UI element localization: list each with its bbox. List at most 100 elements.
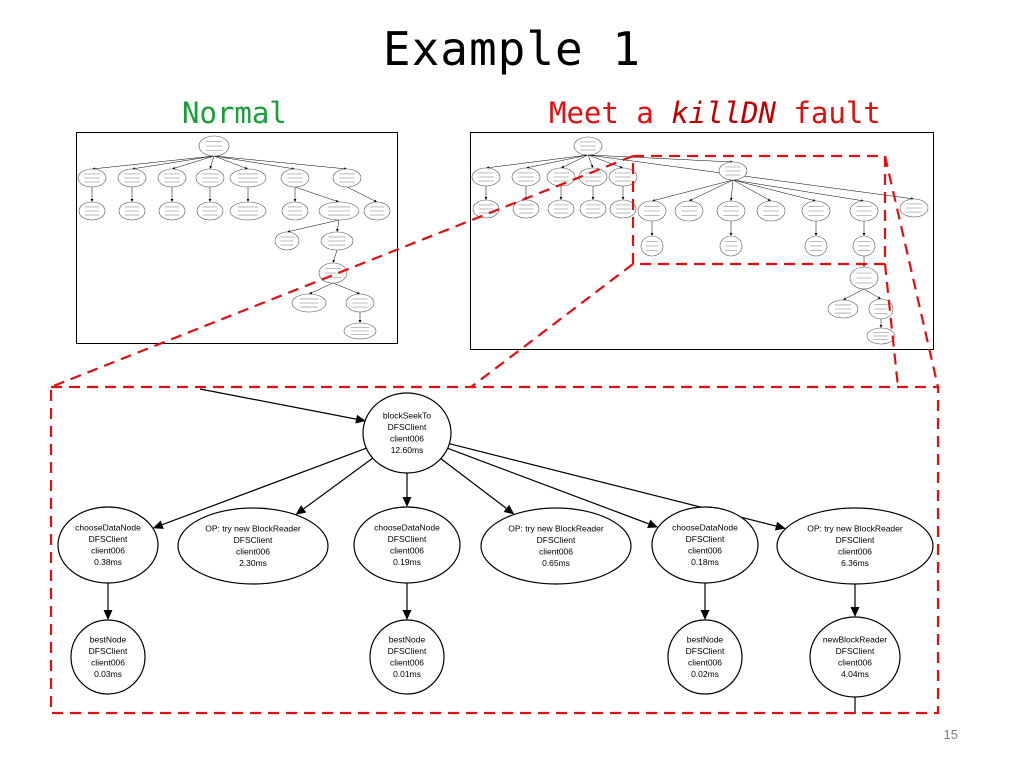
fault-mini-edge-13-arrowhead bbox=[689, 198, 693, 201]
fault-mini-edge-15-arrowhead bbox=[767, 198, 771, 201]
node-root-line: blockSeekTo bbox=[383, 411, 431, 421]
zoom-connector-left-inner bbox=[470, 263, 634, 388]
normal-mini-edge-20-arrowhead bbox=[358, 320, 362, 323]
normal-mini-edge-19 bbox=[332, 282, 358, 294]
node-child-2-line: DFSClient bbox=[388, 534, 427, 544]
fault-mini-edge-16 bbox=[732, 179, 814, 201]
edge-root-child-0 bbox=[162, 447, 367, 526]
node-grandchild-2-line: bestNode bbox=[687, 635, 724, 645]
node-child-1-line: DFSClient bbox=[234, 535, 273, 545]
node-child-1-line: 2.30ms bbox=[239, 558, 267, 568]
edge-child-grandchild-1-arrowhead bbox=[402, 610, 412, 620]
edge-root-child-2-arrowhead bbox=[402, 497, 412, 507]
normal-mini-edge-3-arrowhead bbox=[209, 165, 213, 169]
node-child-5-line: DFSClient bbox=[836, 535, 875, 545]
fault-mini-edge-7-arrowhead bbox=[484, 197, 488, 200]
edge-root-child-5-arrowhead bbox=[774, 521, 786, 531]
normal-mini-edge-17-arrowhead bbox=[332, 259, 336, 263]
node-grandchild-1-line: DFSClient bbox=[388, 646, 427, 656]
root-incoming-edge-arrowhead bbox=[355, 414, 366, 424]
fault-trace-graph bbox=[471, 136, 929, 345]
edge-root-child-1 bbox=[303, 457, 374, 510]
normal-mini-edge-17 bbox=[333, 249, 338, 261]
normal-label: Normal bbox=[182, 96, 287, 130]
normal-mini-edge-18 bbox=[311, 282, 334, 293]
node-child-3-line: DFSClient bbox=[537, 535, 576, 545]
node-root-line: 12.60ms bbox=[391, 445, 424, 455]
edge-root-child-3 bbox=[440, 458, 507, 509]
fault-label-em: killDN bbox=[671, 96, 776, 130]
fault-mini-edge-18-arrowhead bbox=[650, 233, 654, 236]
page-number: 15 bbox=[943, 727, 958, 742]
fault-mini-edge-13 bbox=[691, 179, 734, 200]
zoom-connector-right-outer bbox=[883, 155, 940, 388]
normal-mini-edge-12-arrowhead bbox=[293, 199, 297, 202]
node-child-3-line: 0.65ms bbox=[542, 558, 570, 568]
fault-mini-edge-2-arrowhead bbox=[561, 165, 565, 168]
fault-mini-edge-14 bbox=[731, 179, 734, 199]
node-grandchild-2-line: DFSClient bbox=[686, 646, 725, 656]
normal-mini-edge-3 bbox=[210, 155, 215, 167]
edge-root-child-1-arrowhead bbox=[295, 505, 307, 515]
node-child-5: OP: try new BlockReaderDFSClientclient00… bbox=[776, 507, 934, 585]
normal-mini-edge-16 bbox=[337, 219, 340, 230]
edge-child-grandchild-0-arrowhead bbox=[103, 610, 113, 620]
node-grandchild-0-line: 0.03ms bbox=[94, 669, 122, 679]
node-grandchild-1-line: client006 bbox=[390, 658, 424, 668]
normal-mini-edge-19-arrowhead bbox=[356, 291, 360, 295]
normal-mini-edge-0 bbox=[94, 155, 215, 169]
highlight-box bbox=[631, 154, 887, 266]
node-child-0-shape bbox=[57, 506, 159, 584]
slide-title: Example 1 bbox=[382, 22, 642, 76]
node-grandchild-3-line: client006 bbox=[838, 658, 872, 668]
node-child-3: OP: try new BlockReaderDFSClientclient00… bbox=[480, 507, 632, 585]
edge-root-child-0-arrowhead bbox=[152, 520, 164, 529]
normal-mini-edge-1 bbox=[134, 155, 215, 169]
fault-label-prefix: Meet a bbox=[549, 96, 672, 130]
node-child-0-line: DFSClient bbox=[89, 534, 128, 544]
normal-mini-edge-2 bbox=[174, 155, 215, 169]
node-child-3-line: OP: try new BlockReader bbox=[508, 524, 604, 534]
normal-mini-edge-14 bbox=[346, 186, 375, 201]
node-child-2-shape bbox=[353, 506, 461, 584]
node-child-2-line: client006 bbox=[390, 546, 424, 556]
node-grandchild-3-line: newBlockReader bbox=[823, 635, 887, 645]
fault-mini-edge-6 bbox=[587, 154, 912, 199]
node-grandchild-3-shape bbox=[809, 616, 901, 698]
node-child-4-line: chooseDataNode bbox=[672, 523, 738, 533]
fault-mini-edge-15 bbox=[732, 179, 769, 200]
node-child-3-shape bbox=[480, 507, 632, 585]
zoom-frame bbox=[49, 154, 940, 715]
node-grandchild-1-line: bestNode bbox=[389, 635, 426, 645]
node-child-1-line: client006 bbox=[236, 547, 270, 557]
node-child-4-line: client006 bbox=[688, 546, 722, 556]
node-grandchild-2-shape bbox=[667, 619, 743, 695]
normal-mini-edge-16-arrowhead bbox=[336, 228, 339, 232]
node-root-shape bbox=[362, 392, 452, 474]
edge-root-child-4-arrowhead bbox=[647, 519, 659, 529]
fault-mini-edge-14-arrowhead bbox=[729, 197, 733, 201]
node-grandchild-0-line: DFSClient bbox=[89, 646, 128, 656]
edge-root-child-3-arrowhead bbox=[503, 504, 515, 515]
node-child-1-shape bbox=[177, 507, 329, 585]
normal-mini-edge-18-arrowhead bbox=[309, 291, 313, 294]
node-grandchild-2-line: client006 bbox=[688, 658, 722, 668]
node-child-2-line: 0.19ms bbox=[393, 557, 421, 567]
fault-label: Meet a killDN fault bbox=[549, 96, 881, 130]
fault-trace-thumbnail bbox=[470, 132, 934, 350]
fault-mini-edge-3-arrowhead bbox=[590, 164, 594, 168]
node-child-4-line: 0.18ms bbox=[691, 557, 719, 567]
normal-mini-edge-11-arrowhead bbox=[246, 199, 250, 202]
node-child-1-line: OP: try new BlockReader bbox=[205, 524, 301, 534]
normal-mini-edge-4-arrowhead bbox=[244, 166, 248, 170]
normal-mini-edge-6 bbox=[213, 155, 345, 169]
normal-mini-edge-10-arrowhead bbox=[208, 199, 212, 202]
